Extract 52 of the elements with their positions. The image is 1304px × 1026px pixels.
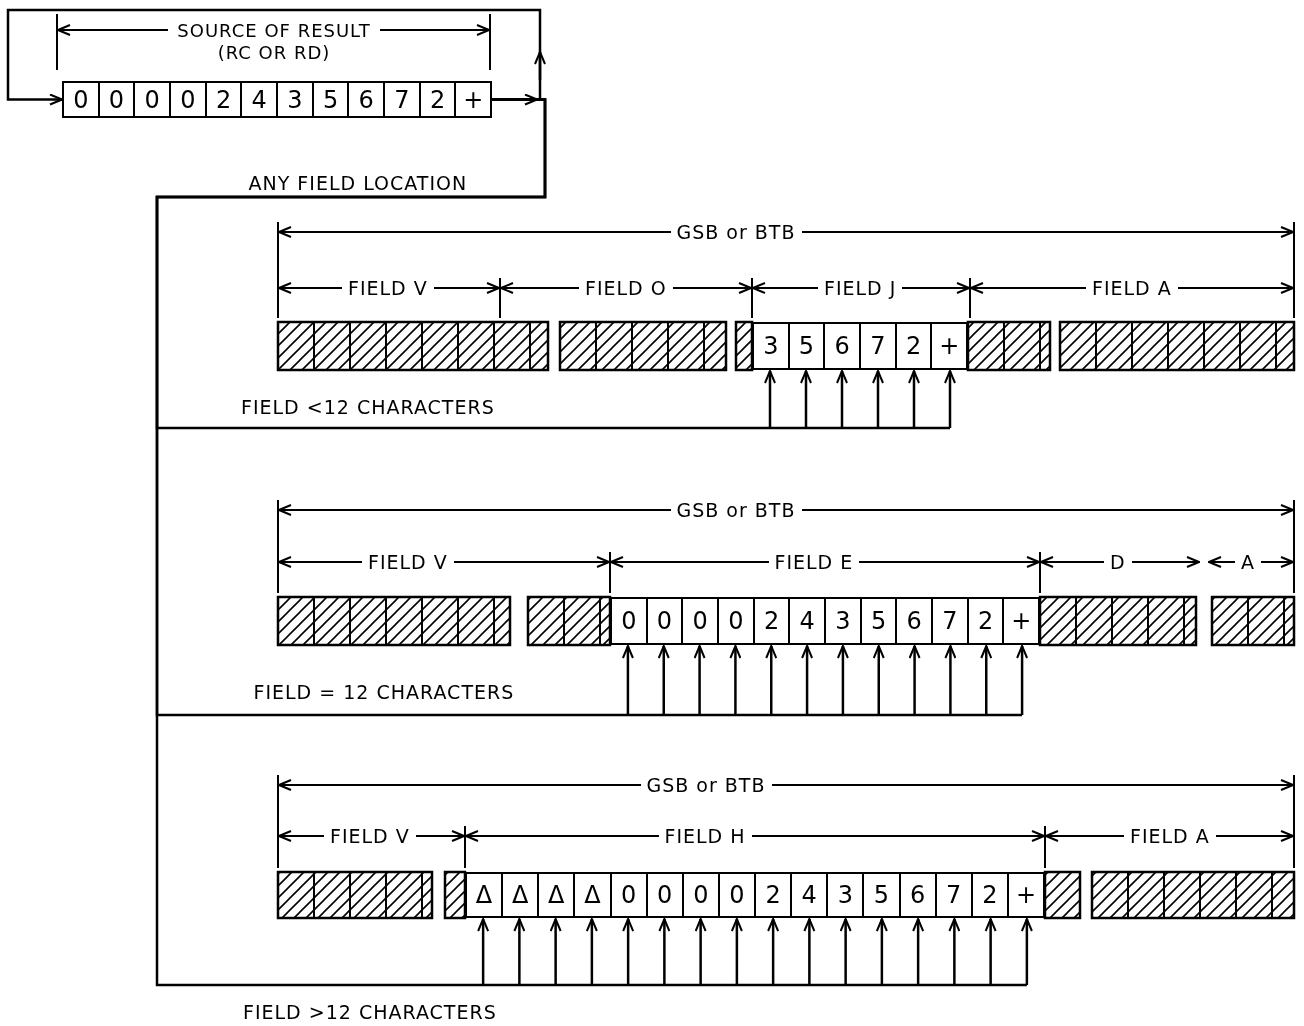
register	[752, 322, 968, 370]
character-cell: 6	[895, 599, 932, 643]
arrow	[155, 98, 1033, 987]
character-cell: 0	[645, 599, 682, 643]
character-cell: 7	[934, 874, 971, 916]
character-cell: 0	[681, 599, 717, 643]
character-cell: 0	[133, 83, 169, 116]
character-cell: 3	[276, 83, 312, 116]
character-cell: 7	[859, 324, 895, 368]
character-cell: 4	[790, 874, 827, 916]
character-cell: 2	[418, 83, 455, 116]
character-cell: 5	[862, 874, 899, 916]
character-cell: 2	[204, 83, 241, 116]
register	[610, 597, 1040, 645]
character-cell: 0	[169, 83, 205, 116]
character-cell: 5	[859, 599, 896, 643]
character-cell-text: Δ	[474, 880, 494, 911]
arrow	[6, 8, 546, 106]
character-cell-text: 0	[620, 606, 638, 637]
character-cell: Δ	[501, 874, 538, 916]
character-cell: Δ	[537, 874, 574, 916]
character-cell: 2	[970, 874, 1007, 916]
character-cell: +	[1002, 599, 1039, 643]
character-cell: 2	[894, 324, 931, 368]
character-cell-text: 0	[72, 84, 90, 116]
character-cell: 3	[826, 874, 863, 916]
character-cell-text: 3	[762, 331, 780, 362]
character-cell: 6	[823, 324, 859, 368]
character-cell: 0	[645, 874, 682, 916]
character-cell: 0	[681, 874, 718, 916]
character-cell: 6	[347, 83, 384, 116]
character-cell: 0	[717, 874, 754, 916]
character-cell: Δ	[573, 874, 610, 916]
character-cell: 0	[97, 83, 134, 116]
character-cell: 5	[787, 324, 824, 368]
character-cell: 7	[383, 83, 419, 116]
character-cell: +	[1006, 874, 1043, 916]
character-cell: 2	[754, 874, 791, 916]
character-cell: 4	[240, 83, 277, 116]
character-cell: +	[930, 324, 967, 368]
character-cell: 3	[824, 599, 860, 643]
character-cell: 6	[898, 874, 935, 916]
character-cell: 0	[717, 599, 753, 643]
register	[62, 81, 492, 118]
character-cell: 7	[931, 599, 967, 643]
character-cell: 2	[752, 599, 789, 643]
character-cell: 0	[609, 874, 646, 916]
character-cell: 4	[788, 599, 825, 643]
character-cell: 5	[311, 83, 348, 116]
character-cell: 2	[966, 599, 1003, 643]
character-cell: +	[454, 83, 491, 116]
register	[465, 872, 1045, 918]
